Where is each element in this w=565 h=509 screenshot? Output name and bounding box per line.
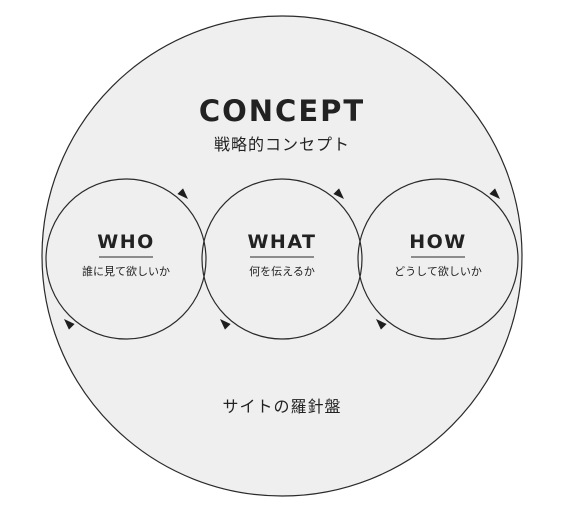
how-label: HOW bbox=[409, 231, 467, 253]
diagram-footer: サイトの羅針盤 bbox=[222, 397, 341, 416]
how-arrow-top-icon bbox=[489, 188, 500, 199]
what-arrows bbox=[220, 188, 344, 330]
diagram-title: CONCEPT bbox=[199, 94, 365, 128]
who-arrow-top-icon bbox=[177, 188, 188, 199]
what-arrow-top-icon bbox=[333, 188, 344, 199]
how-arrow-bottom-icon bbox=[376, 319, 387, 330]
who-label: WHO bbox=[97, 231, 155, 253]
what-description: 何を伝えるか bbox=[249, 265, 315, 278]
diagram-subtitle: 戦略的コンセプト bbox=[214, 135, 350, 154]
outer-circle bbox=[41, 15, 523, 497]
how-description: どうして欲しいか bbox=[394, 264, 482, 278]
how-arrows bbox=[376, 188, 500, 330]
what-arrow-bottom-icon bbox=[220, 319, 231, 330]
who-circle bbox=[45, 178, 207, 340]
what-label: WHAT bbox=[247, 231, 316, 253]
who-arrow-bottom-icon bbox=[64, 319, 75, 330]
how-circle bbox=[357, 178, 519, 340]
what-circle bbox=[201, 178, 363, 340]
who-description: 誰に見て欲しいか bbox=[82, 264, 170, 278]
who-arrows bbox=[64, 188, 188, 330]
